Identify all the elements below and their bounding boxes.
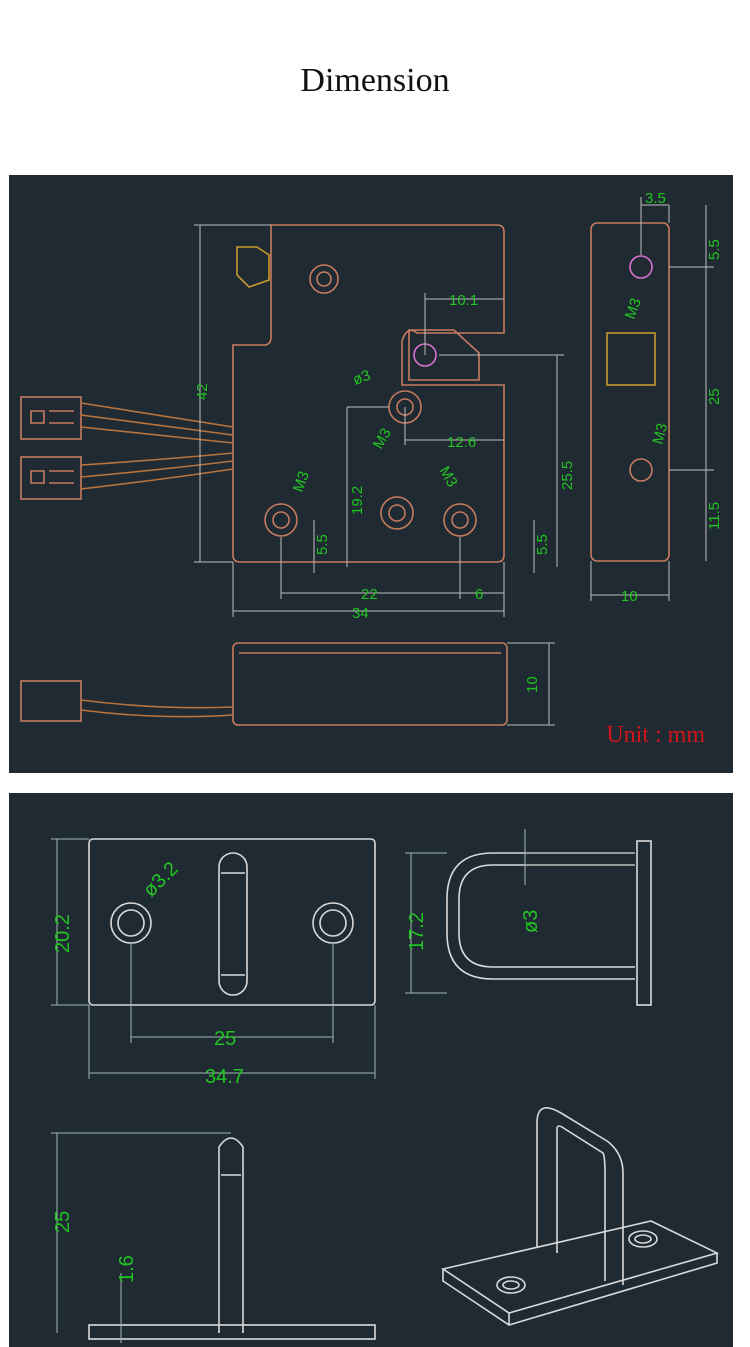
hole-bl: [264, 503, 298, 537]
hole-bc: [380, 496, 414, 530]
strike-drawing-panel: 20.2 ø3.2 25 34.7 17.2 ø3 25 1.6: [9, 793, 733, 1347]
staple-base: [88, 1324, 376, 1340]
iso-base: [441, 1220, 720, 1314]
dim-34: 34: [352, 605, 369, 622]
dim-3-5: 3.5: [645, 190, 666, 207]
plate-flange: [636, 840, 652, 1006]
hole-top: [309, 264, 339, 294]
dim-11-5: 11.5: [706, 502, 723, 530]
dim-5-5-side: 5.5: [706, 239, 723, 260]
dim-25-5: 25.5: [559, 461, 576, 490]
dim-12-6: 12.6: [447, 434, 476, 451]
staple-front: [218, 1137, 244, 1333]
label-phi3-rod: ø3: [520, 910, 542, 933]
connector-bottom-view: [20, 680, 82, 722]
dim-10-bottom: 10: [524, 676, 541, 693]
plate-hole-left: [110, 902, 152, 944]
staple-side: [446, 852, 635, 980]
label-m3-br: M3: [436, 464, 461, 491]
dim-22: 22: [361, 586, 378, 603]
switch: [236, 246, 270, 288]
dim-5-5-left: 5.5: [314, 534, 331, 555]
connector-bottom: [20, 456, 82, 500]
side-hole-top: [629, 255, 653, 279]
dim-1-6: 1.6: [116, 1255, 138, 1283]
lock-side-outline: [590, 222, 670, 562]
label-phi3: ø3: [351, 367, 373, 389]
dim-42: 42: [194, 383, 211, 400]
hole-br: [443, 503, 477, 537]
label-m3-bl: M3: [290, 469, 313, 494]
wires: [80, 402, 234, 490]
dim-25-staple: 25: [52, 1211, 74, 1233]
dim-17-2: 17.2: [406, 912, 428, 951]
plate-slot: [218, 852, 248, 996]
iso-hole-left: [496, 1276, 526, 1294]
dim-10-side: 10: [621, 588, 638, 605]
label-phi3-2: ø3.2: [139, 858, 183, 902]
page-title: Dimension: [300, 62, 450, 99]
strike-drawing: 20.2 ø3.2 25 34.7 17.2 ø3 25 1.6: [51, 829, 720, 1343]
dim-20-2: 20.2: [52, 914, 74, 953]
iso-staple: [536, 1107, 624, 1285]
side-gear: [606, 332, 656, 386]
iso-hole-right: [628, 1230, 658, 1248]
dim-25-side: 25: [706, 388, 723, 405]
lock-drawing: 42 10.1 ø3 M3 12.6 19.2 25.5 M3 M3 5.5 5…: [20, 190, 723, 726]
side-hole-bottom: [629, 458, 653, 482]
label-m3-mid: M3: [370, 425, 395, 452]
plate-outline: [88, 838, 376, 1006]
dim-25-plate: 25: [214, 1028, 236, 1050]
lock-drawing-panel: 42 10.1 ø3 M3 12.6 19.2 25.5 M3 M3 5.5 5…: [9, 175, 733, 773]
lock-bottom-outline: [232, 642, 508, 726]
unit-label: Unit : mm: [606, 722, 705, 748]
label-m3-side-bottom: M3: [649, 422, 671, 447]
latch-slot: [408, 329, 480, 381]
dim-19-2: 19.2: [349, 486, 366, 515]
connector-top: [20, 396, 82, 440]
dim-10-1: 10.1: [449, 292, 478, 309]
dim-34-7: 34.7: [205, 1066, 244, 1088]
plate-hole-right: [312, 902, 354, 944]
label-m3-side-top: M3: [622, 296, 645, 321]
dim-5-5-right: 5.5: [534, 534, 551, 555]
dim-6: 6: [475, 586, 483, 603]
lock-front-outline: [232, 224, 505, 563]
